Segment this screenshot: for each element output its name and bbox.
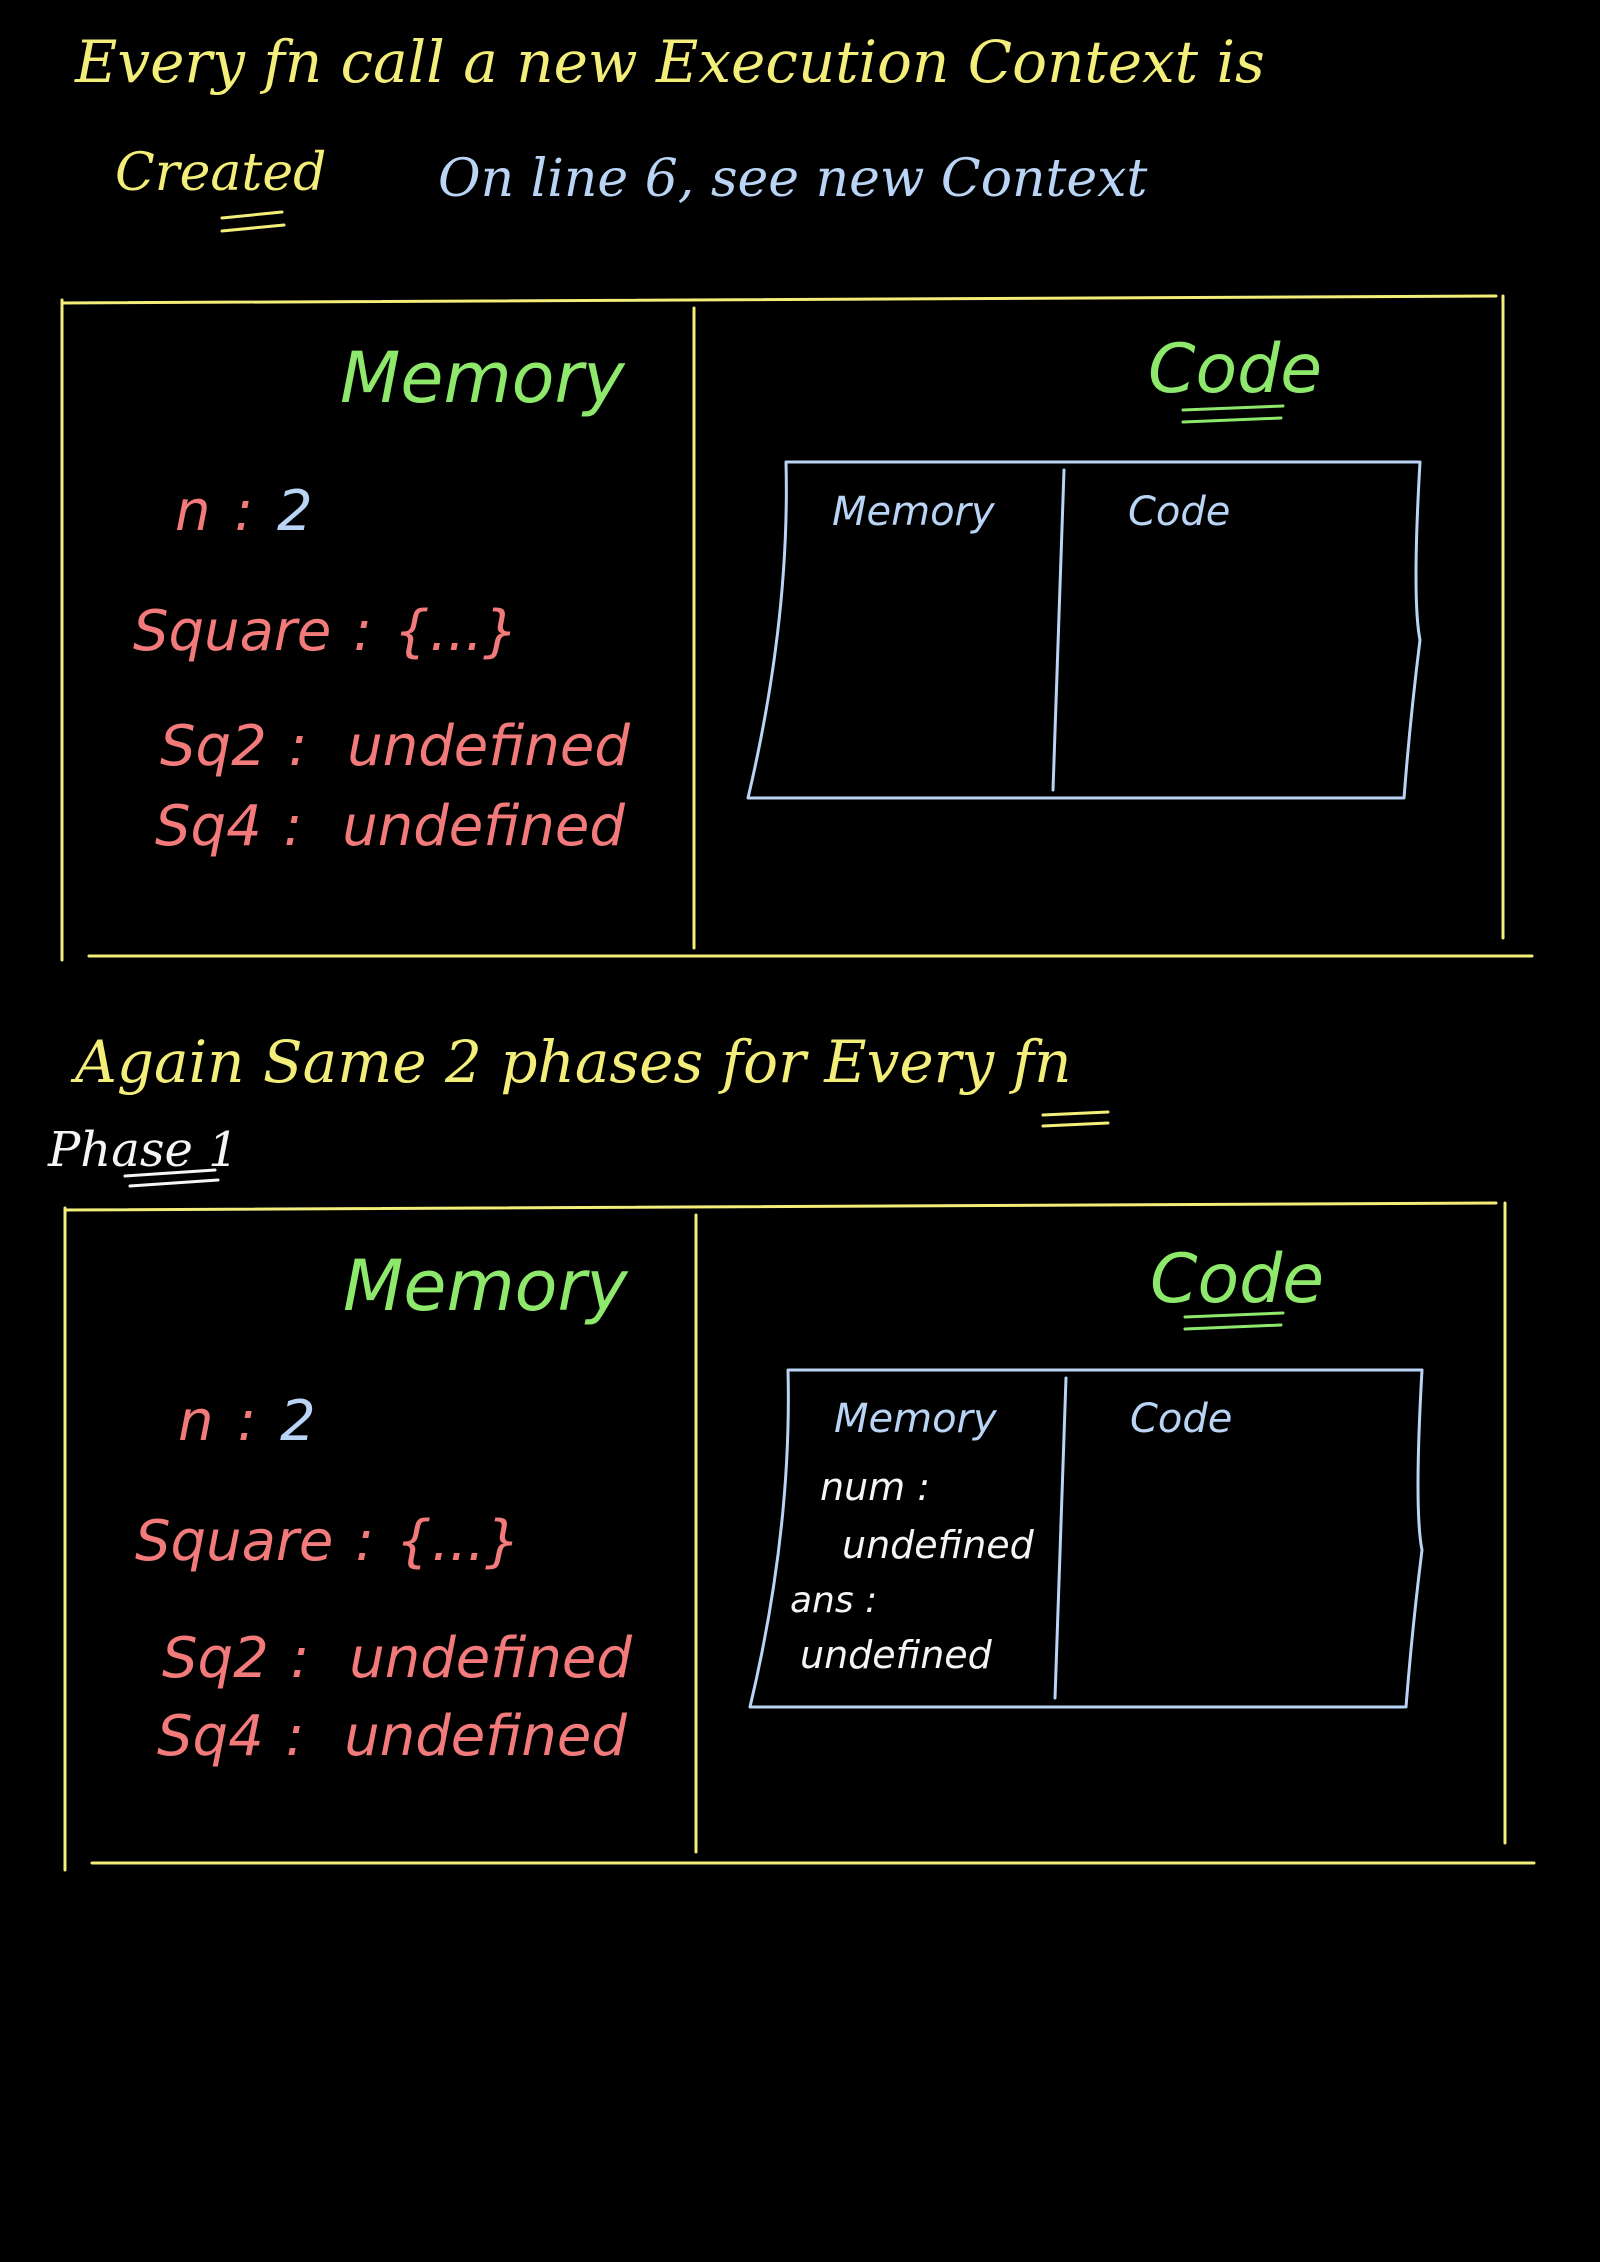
created-underline: [220, 210, 286, 233]
heading-created: Created: [115, 143, 326, 203]
fn-underline: [1041, 1110, 1110, 1128]
entry-sq4: Sq4 : undefined: [155, 794, 625, 859]
inner-memory-ans-value: undefined: [800, 1633, 993, 1677]
context-1-inner-memory-label: Memory: [832, 489, 996, 535]
context-2-code-underline: [1183, 1311, 1285, 1331]
context-1-frame: [60, 294, 1534, 962]
context-1-code-title: Code: [1148, 330, 1322, 409]
entry-sq2: Sq2 : undefined: [160, 714, 630, 779]
execution-context-2: Memory Code n : 2 Square : {...} Sq2 : u…: [63, 1201, 1536, 1872]
middle-notes: Again Same 2 phases for Every fn Phase 1: [47, 1028, 1110, 1188]
context-2-frame: [63, 1201, 1536, 1872]
context-2-inner-code-label: Code: [1130, 1396, 1232, 1442]
phases-note: Again Same 2 phases for Every fn: [70, 1028, 1071, 1096]
entry-n: n : 2: [178, 1389, 316, 1454]
context-1-inner-frame: [746, 460, 1422, 800]
heading: Every fn call a new Execution Context is…: [74, 28, 1265, 233]
heading-line-1: Every fn call a new Execution Context is: [74, 28, 1265, 96]
heading-note: On line 6, see new Context: [438, 149, 1147, 209]
context-1-code-underline: [1181, 404, 1285, 424]
entry-n: n : 2: [175, 479, 313, 544]
inner-memory-ans: ans :: [790, 1580, 877, 1621]
context-2-inner-box: Memory Code num : undefined ans : undefi…: [748, 1368, 1424, 1709]
entry-sq4: Sq4 : undefined: [157, 1704, 627, 1769]
entry-sq2: Sq2 : undefined: [162, 1626, 632, 1691]
context-2-inner-memory-label: Memory: [834, 1396, 998, 1442]
inner-memory-num: num :: [820, 1465, 930, 1509]
context-2-code-title: Code: [1150, 1240, 1324, 1319]
phase-label: Phase 1: [47, 1122, 239, 1178]
context-2-memory-title: Memory: [343, 1245, 629, 1327]
context-2-inner-frame: [748, 1368, 1424, 1709]
context-1-inner-box: Memory Code: [746, 460, 1422, 800]
execution-context-1: Memory Code n : 2 Square : {...} Sq2 : u…: [60, 294, 1534, 962]
inner-memory-num-value: undefined: [842, 1523, 1035, 1567]
phase-underline: [123, 1168, 220, 1188]
entry-square: Square : {...}: [133, 599, 519, 664]
context-1-inner-code-label: Code: [1128, 489, 1230, 535]
context-1-memory-title: Memory: [340, 337, 626, 419]
entry-square: Square : {...}: [135, 1509, 521, 1574]
